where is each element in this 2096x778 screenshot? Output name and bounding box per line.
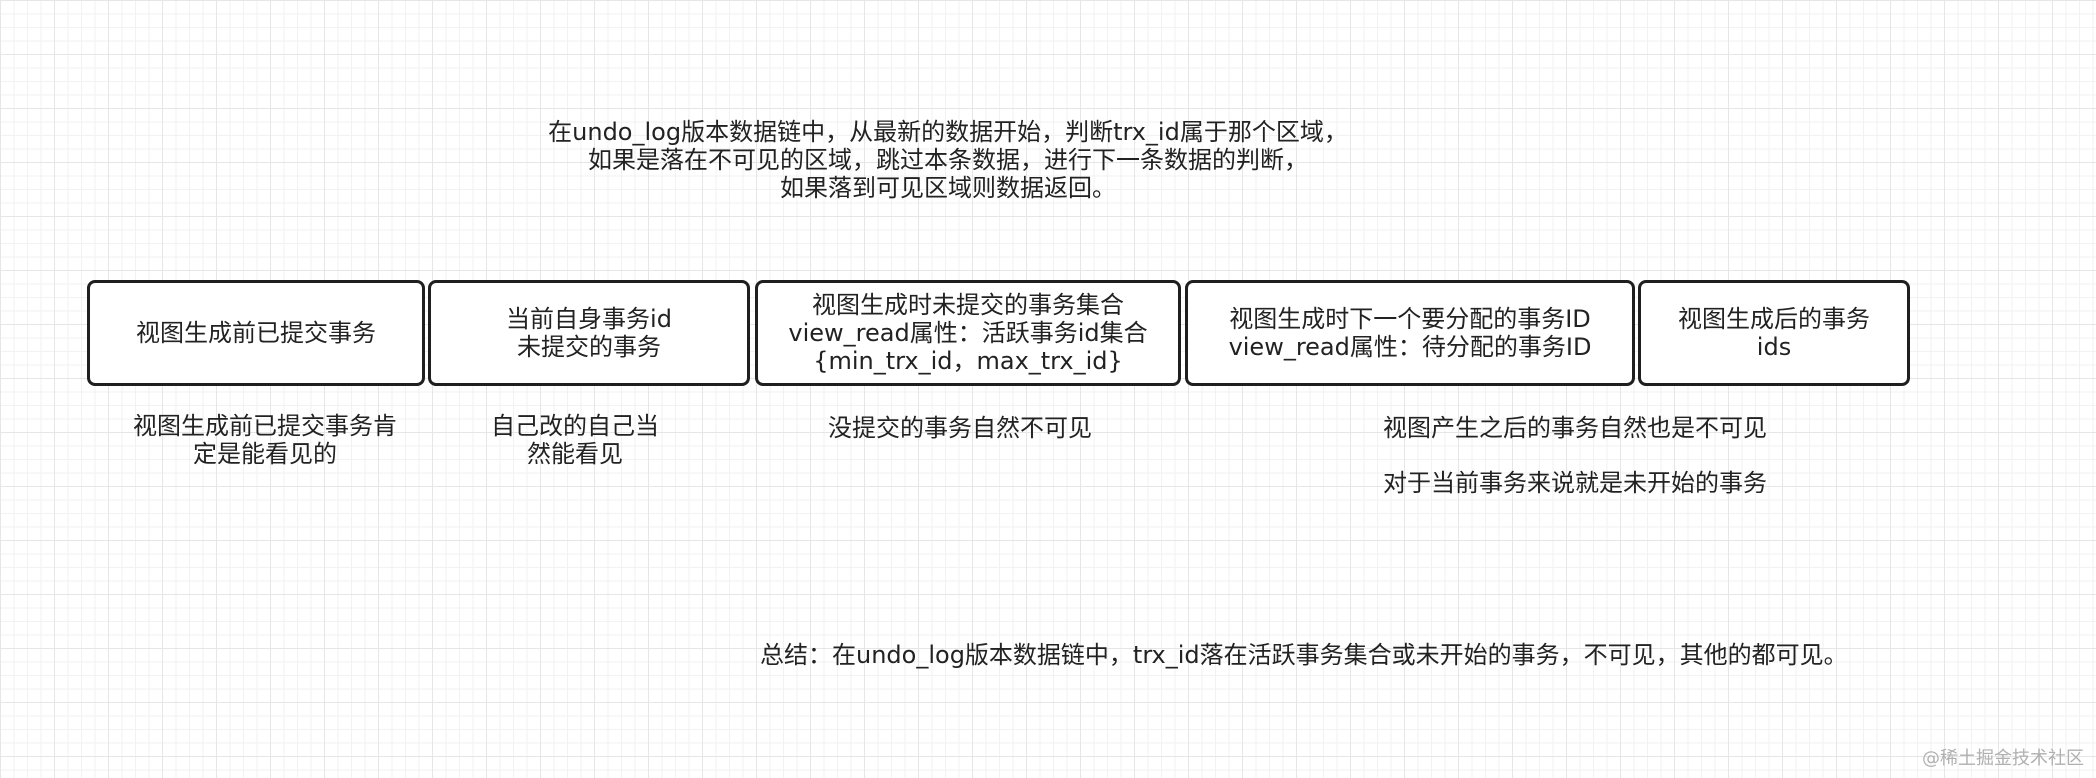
box-after-view-transactions: 视图生成后的事务 ids: [1638, 280, 1910, 386]
watermark: @稀土掘金技术社区: [1922, 748, 2084, 769]
box-next-transaction-id: 视图生成时下一个要分配的事务ID view_read属性：待分配的事务ID: [1185, 280, 1635, 386]
box-committed-before-view: 视图生成前已提交事务: [87, 280, 425, 386]
note-self-line-1: 自己改的自己当: [491, 412, 659, 440]
note-committed-line-1: 视图生成前已提交事务肯: [133, 412, 397, 440]
intro-line-3: 如果落到可见区域则数据返回。: [780, 174, 1116, 202]
note-committed-line-2: 定是能看见的: [193, 440, 337, 468]
box-current-line-2: 未提交的事务: [517, 333, 661, 361]
box-after-line-1: 视图生成后的事务: [1678, 305, 1870, 333]
box-next-line-1: 视图生成时下一个要分配的事务ID: [1229, 305, 1591, 333]
note-after-view-line-2: 对于当前事务来说就是未开始的事务: [1383, 469, 1767, 497]
intro-text: 在undo_log版本数据链中，从最新的数据开始，判断trx_id属于那个区域，…: [448, 118, 1448, 202]
note-after-view-2: 对于当前事务来说就是未开始的事务: [1325, 469, 1825, 497]
box-active-line-1: 视图生成时未提交的事务集合: [812, 291, 1124, 319]
box-current-transaction: 当前自身事务id 未提交的事务: [428, 280, 750, 386]
summary-line: 总结：在undo_log版本数据链中，trx_id落在活跃事务集合或未开始的事务…: [760, 641, 1848, 669]
note-self: 自己改的自己当 然能看见: [455, 412, 695, 468]
note-committed: 视图生成前已提交事务肯 定是能看见的: [100, 412, 430, 468]
note-uncommitted-line: 没提交的事务自然不可见: [828, 414, 1092, 442]
note-after-view-line-1: 视图产生之后的事务自然也是不可见: [1383, 414, 1767, 442]
box-after-line-2: ids: [1756, 333, 1792, 361]
intro-line-1: 在undo_log版本数据链中，从最新的数据开始，判断trx_id属于那个区域，: [548, 118, 1348, 146]
summary-text: 总结：在undo_log版本数据链中，trx_id落在活跃事务集合或未开始的事务…: [760, 641, 1920, 669]
intro-line-2: 如果是落在不可见的区域，跳过本条数据，进行下一条数据的判断，: [588, 146, 1308, 174]
note-after-view-1: 视图产生之后的事务自然也是不可见: [1325, 414, 1825, 442]
box-committed-line-1: 视图生成前已提交事务: [136, 319, 376, 347]
box-active-line-2: view_read属性：活跃事务id集合: [788, 319, 1148, 347]
note-uncommitted: 没提交的事务自然不可见: [780, 414, 1140, 442]
box-active-line-3: {min_trx_id，max_trx_id}: [813, 347, 1123, 375]
note-self-line-2: 然能看见: [527, 440, 623, 468]
box-next-line-2: view_read属性：待分配的事务ID: [1228, 333, 1592, 361]
box-active-transactions: 视图生成时未提交的事务集合 view_read属性：活跃事务id集合 {min_…: [755, 280, 1181, 386]
box-current-line-1: 当前自身事务id: [506, 305, 672, 333]
